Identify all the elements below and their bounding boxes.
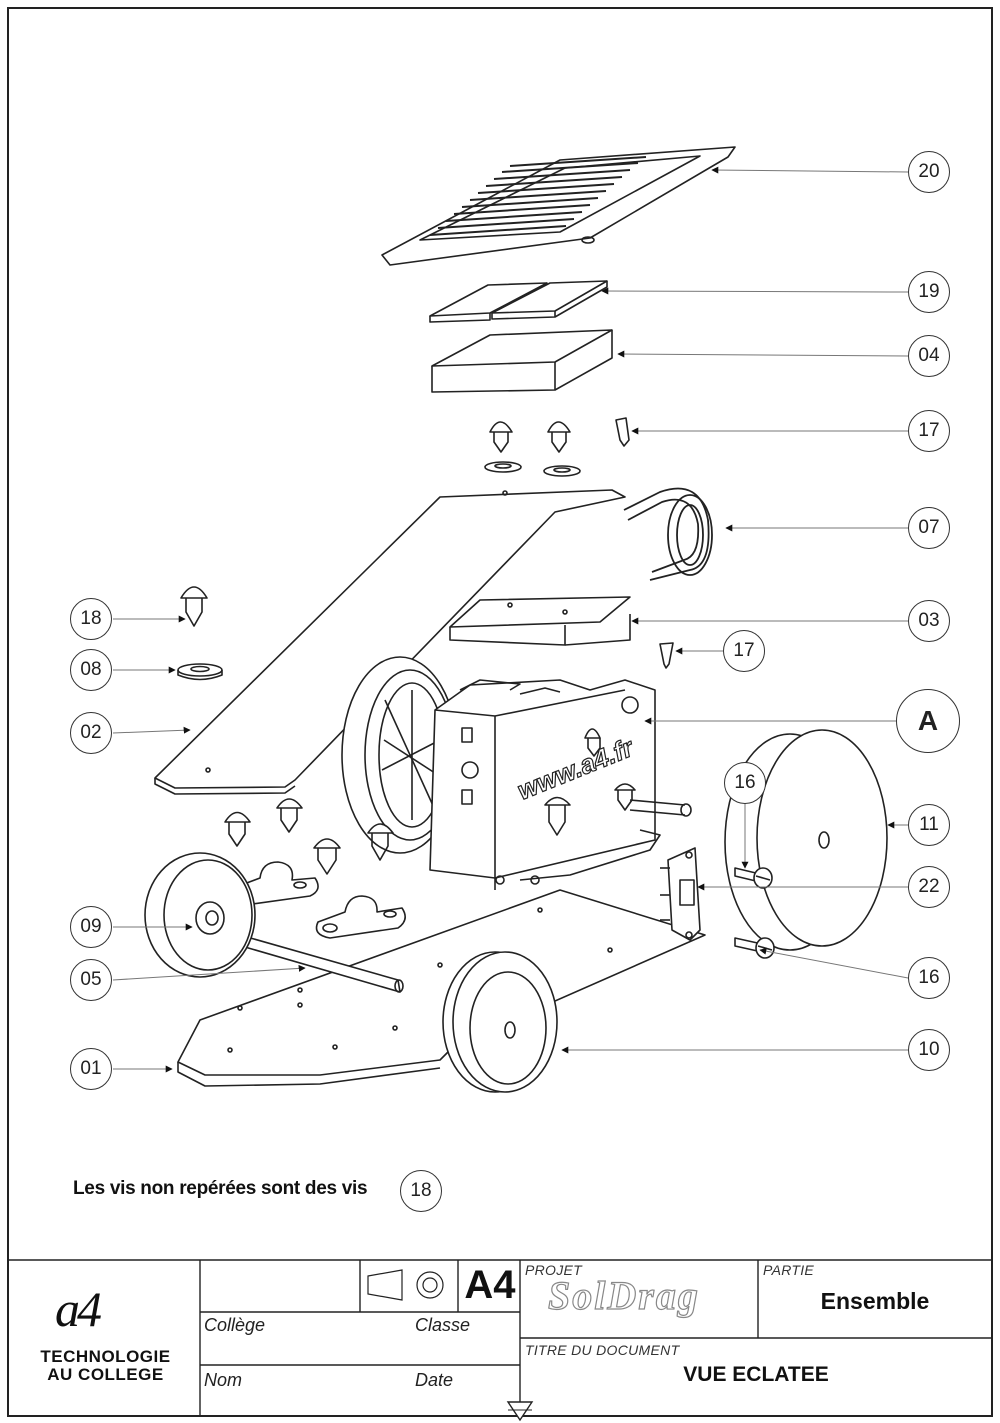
callout-A: A: [896, 689, 960, 753]
part-10-wheel: [442, 951, 558, 1093]
part-02-top-plate: [154, 489, 626, 795]
date-label: Date: [415, 1370, 454, 1390]
callout-02: 02: [70, 712, 112, 754]
part-22-switch: [660, 847, 701, 941]
part-03-block: [449, 596, 631, 646]
callout-04: 04: [908, 335, 950, 377]
projet-label: PROJET: [525, 1262, 583, 1278]
callout-16-top: 16: [724, 762, 766, 804]
part-08-washer: [177, 663, 223, 681]
callout-10: 10: [908, 1029, 950, 1071]
callout-20: 20: [908, 151, 950, 193]
callout-07: 07: [908, 507, 950, 549]
callout-08: 08: [70, 649, 112, 691]
company-name: TECHNOLOGIE AU COLLEGE: [18, 1348, 193, 1384]
callout-03: 03: [908, 600, 950, 642]
classe-label: Classe: [415, 1315, 471, 1335]
wheel-left: [144, 852, 256, 978]
partie-label: PARTIE: [763, 1262, 815, 1278]
sheet-frame: [7, 7, 993, 1417]
company-line-2: AU COLLEGE: [47, 1365, 164, 1384]
company-line-1: TECHNOLOGIE: [40, 1347, 171, 1366]
screws-note: Les vis non repérées sont des vis: [73, 1178, 368, 1200]
leader-lines: [112, 166, 909, 1073]
part-17-screw-mid: [659, 642, 674, 669]
title-block-grid: [8, 1259, 992, 1416]
part-01-base-plate: [177, 889, 706, 1087]
part-11-wheel: [724, 729, 888, 951]
projet-name: SolDrag: [547, 1272, 700, 1318]
callout-05: 05: [70, 959, 112, 1001]
titre-value: VUE ECLATEE: [683, 1363, 829, 1386]
callout-18: 18: [70, 598, 112, 640]
paper-format: A4: [464, 1263, 516, 1307]
screws-middle: [224, 798, 394, 875]
titre-label: TITRE DU DOCUMENT: [525, 1342, 680, 1358]
college-label: Collège: [204, 1315, 266, 1335]
callout-17-mid: 17: [723, 630, 765, 672]
partie-value: Ensemble: [820, 1288, 930, 1314]
note-callout-18: 18: [400, 1170, 442, 1212]
part-07-spring: [623, 487, 713, 581]
part-17-screw-top: [615, 417, 630, 447]
callout-19: 19: [908, 271, 950, 313]
part-18-screw-left: [180, 586, 208, 627]
centering-mark-icon: [506, 1401, 534, 1422]
a4-logo: a4: [55, 1281, 102, 1337]
assembly-A-gearbox: [429, 679, 692, 890]
part-04-block: [431, 329, 613, 393]
callout-16-bottom: 16: [908, 957, 950, 999]
screws-note-text: Les vis non repérées sont des vis: [73, 1178, 368, 1199]
callout-11: 11: [908, 804, 950, 846]
callout-22: 22: [908, 866, 950, 908]
part-19-plates: [429, 280, 608, 323]
screws-top: [484, 421, 581, 477]
part-20-solar-panel: [381, 146, 736, 266]
projection-symbol-icon: [367, 1269, 444, 1301]
callout-01: 01: [70, 1048, 112, 1090]
callout-09: 09: [70, 906, 112, 948]
callout-17-top: 17: [908, 410, 950, 452]
nom-label: Nom: [204, 1370, 243, 1390]
